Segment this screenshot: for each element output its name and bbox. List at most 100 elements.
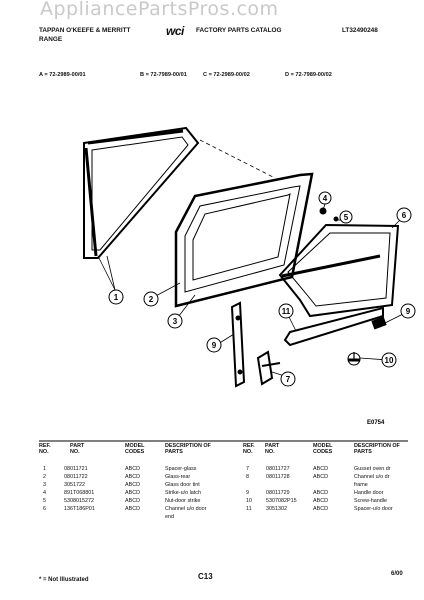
handle-screw [371,316,387,330]
col-part: PART NO. [70,443,85,455]
table-cell-model: ABCD [125,490,140,496]
table-cell-part: 891T068801 [64,490,95,496]
table-cell-model: ABCD [313,466,328,472]
callout-9b-text: 9 [406,307,411,316]
callout-2-text: 2 [149,295,154,304]
product-type: RANGE [39,36,63,43]
col-part-right: PART NO. [265,443,280,455]
model-c: C = 72-2989-00/02 [203,72,250,78]
table-cell-ref: 6 [43,506,46,512]
table-cell-model: ABCD [125,506,140,512]
callout-9-screw: 9 [400,303,416,319]
model-a: A = 72-2989-00/01 [39,72,86,78]
callout-3-text: 3 [173,317,178,326]
table-cell-ref: 4 [43,490,46,496]
table-cell-desc: Glass door tint [165,482,200,488]
table-cell-model: ABCD [125,498,140,504]
revision-date: 6/00 [391,571,403,577]
table-cell-part: 5307082P15 [266,498,297,504]
col-model: MODEL CODES [125,443,145,455]
col-model-right: MODEL CODES [313,443,333,455]
table-cell-desc: frame [354,482,368,488]
table-cell-ref: 8 [246,474,249,480]
table-cell-desc: end [165,514,174,520]
table-cell-desc: Gusset oven dr [354,466,391,472]
table-cell-desc: Handle door [354,490,384,496]
callout-3: 3 [167,313,183,329]
callout-7-text: 7 [286,375,291,384]
table-cell-desc: Screw-handle [354,498,387,504]
table-cell-ref: 1 [43,466,46,472]
table-cell-desc: Spacer-glass [165,466,197,472]
callout-10-text: 10 [385,356,394,365]
callout-4: 4 [318,191,332,205]
spacer-strip [283,306,384,347]
callout-6-text: 6 [402,211,407,220]
table-cell-ref: 9 [246,490,249,496]
callout-7: 7 [280,371,296,387]
col-desc-right: DESCRIPTION OF PARTS [354,443,400,455]
ground-symbol [347,352,361,366]
col-ref: REF. NO. [39,443,51,455]
table-cell-model: ABCD [313,506,328,512]
door-handle [230,301,246,388]
catalog-number: LT32490248 [342,27,378,34]
figure-code: E0754 [367,420,385,426]
callout-5: 5 [339,210,353,224]
table-cell-ref: 10 [246,498,252,504]
callout-5-text: 5 [344,213,349,222]
table-cell-ref: 5 [43,498,46,504]
callout-9-handle: 9 [206,337,222,353]
table-cell-ref: 3 [43,482,46,488]
callout-6: 6 [396,207,412,223]
col-ref-right: REF. NO. [243,443,255,455]
col-desc: DESCRIPTION OF PARTS [165,443,211,455]
table-cell-part: 08011721 [64,466,88,472]
channel-door-frame [278,223,400,318]
callout-11: 11 [278,303,294,319]
table-cell-desc: Strike-u/o latch [165,490,201,496]
model-b: B = 72-7989-00/01 [140,72,187,78]
table-cell-part: 5308015272 [64,498,94,504]
table-cell-part: 08011727 [266,466,290,472]
table-cell-part: 136T186P01 [64,506,95,512]
callout-4-text: 4 [323,194,328,203]
callout-1: 1 [108,289,124,305]
model-d: D = 72-7989-00/02 [285,72,332,78]
table-cell-ref: 7 [246,466,249,472]
watermark: AppliancePartsPros.com [40,0,279,20]
catalog-title: FACTORY PARTS CATALOG [196,27,282,34]
table-cell-model: ABCD [125,482,140,488]
callout-10: 10 [381,352,397,368]
table-cell-ref: 2 [43,474,46,480]
table-cell-model: ABCD [313,498,328,504]
table-cell-part: 08011729 [266,490,290,496]
table-cell-ref: 11 [246,506,252,512]
table-cell-desc: Channel u/o dr [354,474,390,480]
page-number: C13 [198,572,213,581]
brand-logo: wci [166,24,184,38]
callout-1-text: 1 [114,293,119,302]
table-cell-model: ABCD [313,474,328,480]
table-cell-model: ABCD [125,474,140,480]
callout-2: 2 [143,291,159,307]
callout-9a-text: 9 [212,341,217,350]
table-cell-model: ABCD [125,466,140,472]
callout-11-text: 11 [282,307,291,316]
spacer-glass-frame [83,126,200,259]
footnote: * = Not Illustrated [39,577,89,583]
table-cell-desc: Spacer-u/o door [354,506,393,512]
table-cell-part: 3051302 [266,506,287,512]
table-cell-desc: Glass-rear [165,474,191,480]
table-cell-part: 08011722 [64,474,88,480]
table-cell-desc: Channel u/o door [165,506,207,512]
table-cell-model: ABCD [313,490,328,496]
door-glass-panel [174,172,314,308]
brand-name: TAPPAN O'KEEFE & MERRITT [39,27,131,34]
table-cell-part: 08011728 [266,474,290,480]
gusset-bracket [256,350,281,386]
table-cell-desc: Nut-door strike [165,498,201,504]
table-cell-part: 3051722 [64,482,85,488]
